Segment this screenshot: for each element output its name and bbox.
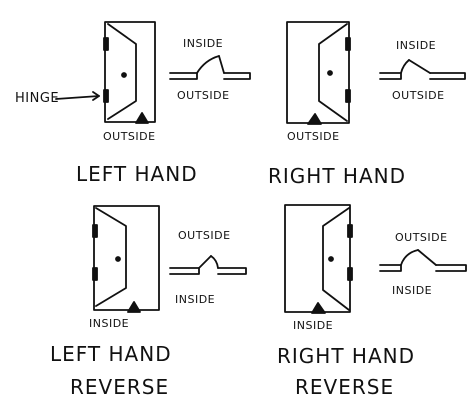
swing-arc	[196, 55, 220, 74]
left-hand-outside-plan-label: OUTSIDE	[177, 89, 230, 102]
door-knob	[327, 70, 333, 76]
swing-triangle	[307, 113, 322, 125]
left-hand-door	[103, 21, 156, 124]
right-hand-reverse-outside-label: OUTSIDE	[395, 231, 448, 244]
swing-arc	[400, 249, 419, 266]
door-leaf	[318, 23, 348, 122]
right-hand-outside-plan-label: OUTSIDE	[392, 89, 445, 102]
hinge-bottom	[347, 267, 353, 281]
door-frame	[93, 205, 160, 311]
right-hand-inside-label: INSIDE	[396, 39, 437, 52]
right-hand-door	[286, 21, 351, 125]
right-hand-reverse-inside-label: INSIDE	[293, 319, 334, 332]
right-hand-reverse-caption-line1: RIGHT HAND	[277, 344, 415, 368]
swing-triangle	[135, 112, 149, 124]
left-hand-reverse-door	[92, 205, 160, 313]
hinge-top	[347, 224, 353, 238]
left-hand-reverse-caption-line2: REVERSE	[70, 375, 170, 399]
door-knob	[328, 256, 334, 262]
hinge-top	[92, 224, 98, 238]
right-hand-reverse-door	[284, 204, 353, 314]
left-hand-inside-label: INSIDE	[183, 37, 224, 50]
door-line	[417, 249, 437, 266]
left-hand-reverse-outside-label: OUTSIDE	[178, 229, 231, 242]
hinge-top	[103, 37, 109, 51]
door-leaf	[322, 207, 350, 311]
right-hand-plan	[379, 59, 466, 80]
left-hand-reverse-inside-label: INSIDE	[89, 317, 130, 330]
door-line	[198, 255, 212, 269]
right-hand-reverse-inside-plan-label: INSIDE	[392, 284, 433, 297]
swing-arc	[210, 255, 219, 269]
hinge-bottom	[345, 89, 351, 103]
swing-triangle	[127, 301, 141, 313]
door-line	[218, 55, 225, 74]
door-leaf	[107, 23, 137, 120]
swing-triangle	[311, 302, 326, 314]
hinge-bottom	[92, 267, 98, 281]
hinge-bottom	[103, 89, 109, 103]
left-hand-reverse-plan	[169, 255, 247, 275]
door-knob	[115, 256, 121, 262]
hinge-top	[345, 37, 351, 51]
left-hand-reverse-caption-line1: LEFT HAND	[50, 342, 172, 366]
hinge-pointer	[55, 91, 100, 101]
door-knob	[121, 72, 127, 78]
swing-arc	[400, 59, 410, 74]
door-line	[408, 59, 431, 74]
left-hand-plan	[169, 55, 251, 80]
left-hand-reverse-inside-plan-label: INSIDE	[175, 293, 216, 306]
door-frame	[284, 204, 351, 313]
right-hand-caption: RIGHT HAND	[268, 164, 406, 188]
right-hand-reverse-caption-line2: REVERSE	[295, 375, 395, 399]
left-hand-caption: LEFT HAND	[76, 162, 198, 186]
door-frame	[104, 21, 156, 123]
right-hand-outside-label: OUTSIDE	[287, 130, 340, 143]
door-frame	[286, 21, 350, 124]
left-hand-outside-label: OUTSIDE	[103, 130, 156, 143]
right-hand-reverse-plan	[379, 249, 467, 272]
door-leaf	[95, 207, 127, 307]
hinge-label: HINGE	[15, 91, 60, 106]
